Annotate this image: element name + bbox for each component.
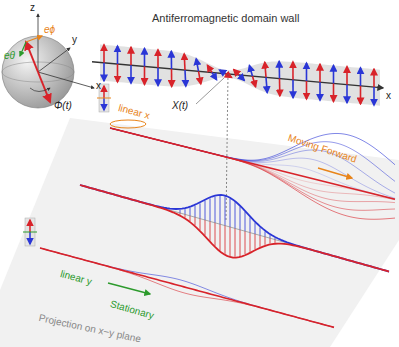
figure-label: y — [72, 34, 77, 45]
figure-label: eθ — [4, 50, 15, 61]
figure-label: x — [386, 90, 391, 101]
figure-label: eϕ — [44, 24, 55, 35]
figure-label: x — [96, 80, 101, 91]
figure-label: linear x — [117, 102, 151, 121]
domain-wall-3d — [92, 44, 383, 222]
figure-label: Φ(t) — [54, 100, 72, 111]
projection-plane — [0, 118, 399, 347]
figure-label: X(t) — [172, 100, 188, 111]
bloch-sphere — [2, 14, 94, 108]
figure-label: Antiferromagnetic domain wall — [152, 12, 299, 24]
projected-traces — [23, 84, 395, 327]
figure-label: z — [30, 2, 35, 13]
